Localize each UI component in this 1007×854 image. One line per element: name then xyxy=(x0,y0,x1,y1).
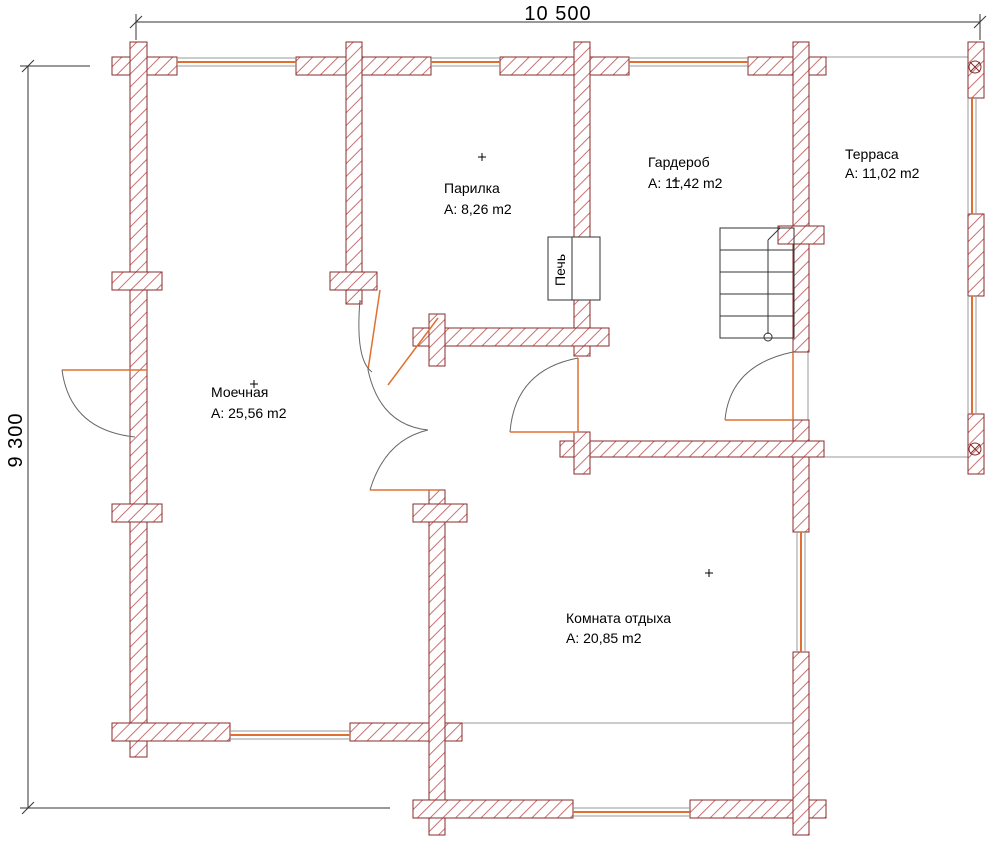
room-label-terrasa: Терраса A: 11,02 m2 xyxy=(845,146,920,181)
window xyxy=(796,532,806,652)
width-dimension-label: 10 500 xyxy=(524,3,591,25)
dimension-left xyxy=(20,59,390,815)
windows xyxy=(177,57,977,817)
room-name: Гардероб xyxy=(648,154,710,170)
room-area: A: 11,42 m2 xyxy=(648,175,723,191)
room-label-moechnaya: Моечная A: 25,56 m2 xyxy=(211,384,287,421)
terrace-posts xyxy=(968,60,982,456)
wall-log xyxy=(428,313,446,367)
window xyxy=(629,57,748,67)
room-area: A: 20,85 m2 xyxy=(566,630,642,646)
wall-log xyxy=(792,41,810,353)
wall-log xyxy=(111,722,231,742)
stove: Печь xyxy=(547,236,601,301)
wall-log xyxy=(792,651,810,836)
wall-log xyxy=(573,431,591,475)
height-dimension-label: 9 300 xyxy=(5,412,27,467)
wall-log xyxy=(412,503,468,523)
wall-log xyxy=(967,41,985,99)
room-area: A: 11,02 m2 xyxy=(845,165,920,181)
room-label-parilka: Парилка A: 8,26 m2 xyxy=(444,180,512,217)
wall-log xyxy=(295,56,432,76)
wall-log xyxy=(559,440,825,458)
wall-log xyxy=(129,41,148,758)
wall-log xyxy=(499,56,630,76)
wall-log xyxy=(792,419,810,533)
wall-log xyxy=(146,56,178,76)
wall-log xyxy=(111,503,163,523)
wall-log xyxy=(345,41,363,305)
wall-log xyxy=(428,489,446,836)
wall-log xyxy=(689,799,827,819)
room-area: A: 8,26 m2 xyxy=(444,201,512,217)
window xyxy=(177,57,296,67)
room-label-garderob: Гардероб A: 11,42 m2 xyxy=(648,154,723,191)
wall-log xyxy=(412,799,574,819)
room-name: Моечная xyxy=(211,384,268,400)
room-area: A: 25,56 m2 xyxy=(211,405,287,421)
room-markers xyxy=(250,153,713,577)
window xyxy=(230,730,350,740)
doors xyxy=(61,289,794,491)
window xyxy=(431,57,500,67)
walls xyxy=(111,41,985,836)
room-name: Терраса xyxy=(845,146,899,162)
wall-log xyxy=(329,271,378,291)
wall-log xyxy=(747,56,827,76)
room-name: Комната отдыха xyxy=(566,610,671,626)
room-label-komnata-otdykha: Комната отдыха A: 20,85 m2 xyxy=(566,610,671,646)
stove-label: Печь xyxy=(552,254,568,286)
window xyxy=(967,98,977,214)
wall-log xyxy=(111,271,163,291)
wall-log xyxy=(777,225,825,245)
wall-log xyxy=(573,41,591,357)
room-name: Парилка xyxy=(444,180,500,196)
dimension-top xyxy=(129,14,987,40)
staircase xyxy=(719,227,795,342)
wall-log xyxy=(967,213,985,297)
wall-log xyxy=(412,327,610,347)
window xyxy=(967,296,977,414)
window xyxy=(573,807,690,817)
